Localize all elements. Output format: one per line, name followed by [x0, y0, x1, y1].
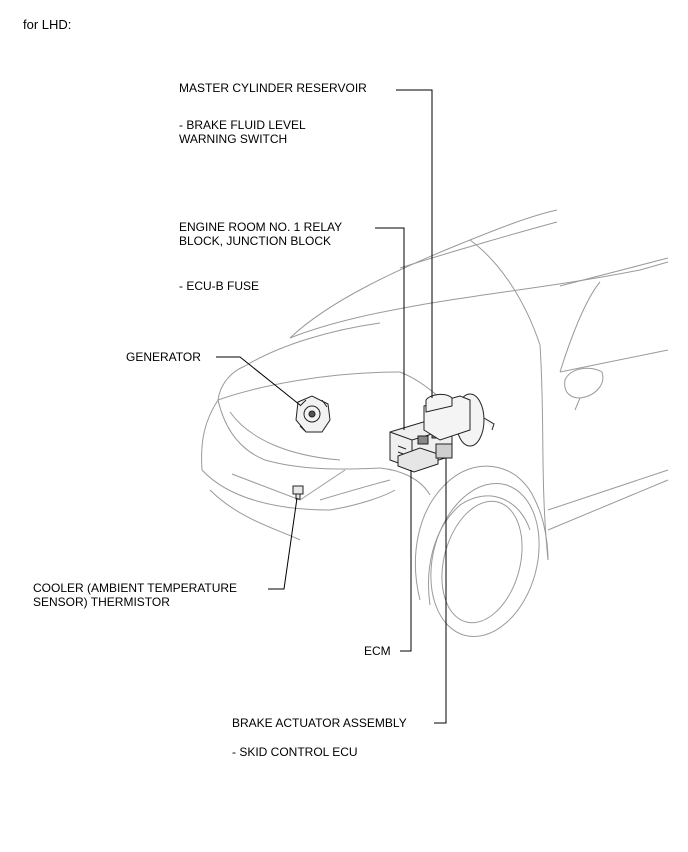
label-master-cylinder-reservoir: MASTER CYLINDER RESERVOIR [179, 81, 367, 95]
car-outline [201, 209, 669, 638]
ecm-component [397, 447, 439, 473]
leader-cooler-thermistor [268, 497, 298, 590]
label-ecm: ECM [364, 644, 391, 658]
label-generator: GENERATOR [126, 350, 201, 364]
brake-booster-master-cylinder-component [423, 393, 495, 459]
label-skid-control-ecu: - SKID CONTROL ECU [232, 745, 358, 759]
label-ecu-b-fuse: - ECU-B FUSE [179, 279, 260, 293]
diagram-caption: for LHD: [23, 17, 72, 32]
label-brake-fluid-level-line2: WARNING SWITCH [179, 132, 288, 146]
leader-brake-actuator [434, 458, 447, 724]
label-engine-room-relay-line2: BLOCK, JUNCTION BLOCK [179, 234, 332, 248]
leader-generator [216, 356, 301, 406]
label-engine-room-relay-line1: ENGINE ROOM NO. 1 RELAY [179, 220, 343, 234]
leader-master-cylinder [396, 89, 433, 398]
ambient-temperature-sensor-component [292, 485, 304, 500]
generator-component [295, 395, 331, 433]
leader-ecm [400, 470, 412, 652]
label-brake-fluid-level-line1: - BRAKE FLUID LEVEL [179, 118, 306, 132]
leader-engine-room-relay [375, 227, 405, 430]
label-brake-actuator-assembly: BRAKE ACTUATOR ASSEMBLY [232, 716, 407, 730]
label-cooler-thermistor-line1: COOLER (AMBIENT TEMPERATURE [33, 581, 238, 595]
leader-lines [216, 89, 447, 724]
label-cooler-thermistor-line2: SENSOR) THERMISTOR [33, 595, 170, 609]
